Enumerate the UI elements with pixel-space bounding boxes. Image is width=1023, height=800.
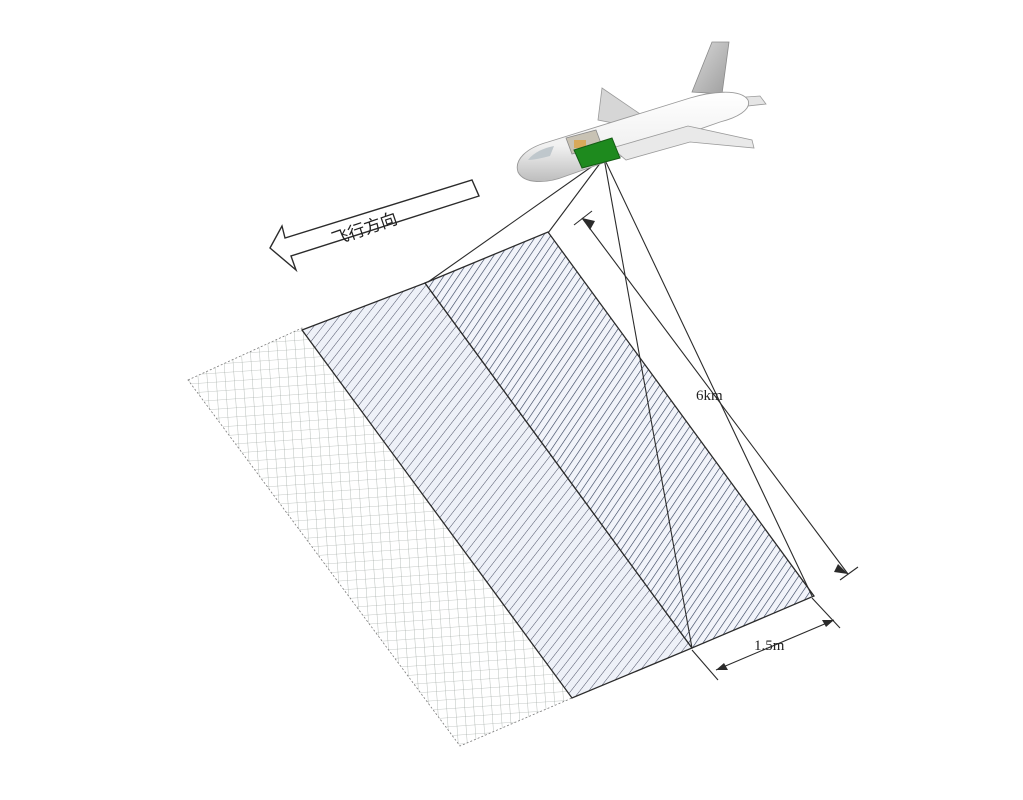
length-dimension	[573, 210, 859, 581]
swath-width-label: 1.5m	[754, 638, 785, 654]
scan-lines	[427, 157, 813, 649]
sensor-icon	[573, 137, 621, 169]
dense-hatched-swath-strip	[423, 231, 816, 649]
flight-direction-arrow: 飞行方向	[269, 179, 480, 273]
swath-length-label: 6km	[696, 388, 723, 404]
width-dimension	[691, 597, 841, 681]
arrow-left-icon	[269, 179, 480, 273]
aircraft-icon	[516, 41, 767, 182]
grid-swath-strip	[187, 327, 573, 747]
